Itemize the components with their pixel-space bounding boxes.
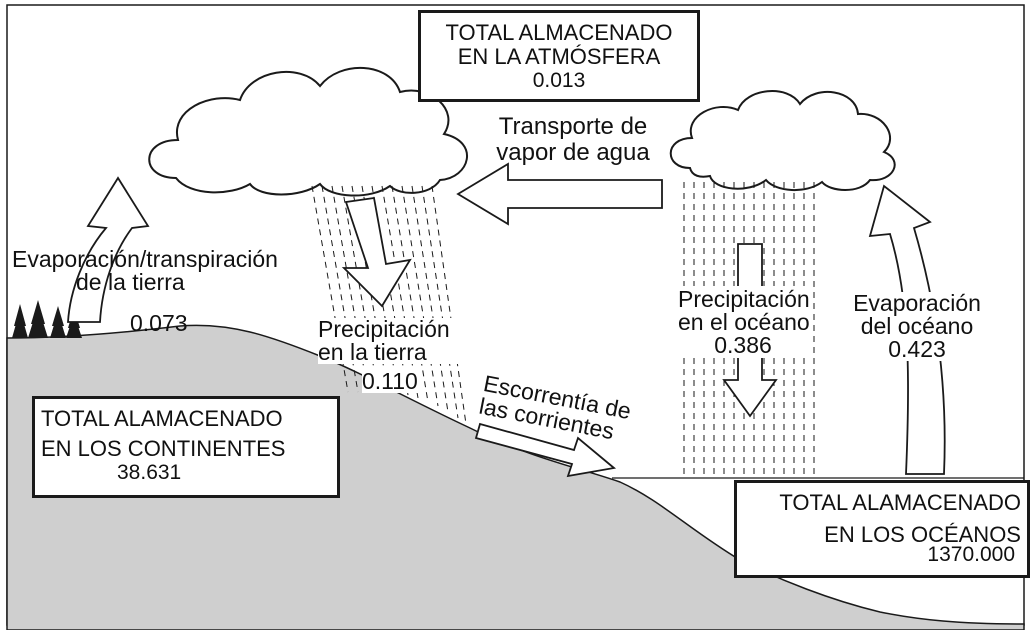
transport-arrow-icon (456, 162, 663, 226)
atmosphere-box-value: 0.013 (532, 69, 586, 92)
runoff-arrow-icon (474, 422, 617, 478)
land-evaporation-line1: Evaporación/transpiración (12, 246, 278, 272)
land-evaporation-value: 0.073 (130, 310, 188, 336)
ocean-evaporation-value: 0.423 (888, 336, 946, 362)
ocean-precipitation-value: 0.386 (714, 332, 772, 358)
land-evaporation-label: Evaporación/transpiración de la tierra (12, 248, 332, 294)
transport-label: Transporte de vapor de agua (468, 114, 678, 166)
land-cloud-icon (148, 66, 469, 197)
continents-box-value: 38.631 (117, 461, 182, 484)
transport-label-line2: vapor de agua (496, 139, 650, 166)
ocean-evaporation-label: Evaporación del océano 0.423 (852, 292, 982, 361)
oceans-box-line1: TOTAL ALAMACENADO (779, 490, 1021, 515)
atmosphere-box-line1: TOTAL ALMACENADO (445, 20, 673, 45)
ocean-evaporation-line2: del océano (860, 313, 974, 339)
evaporation-arrow-icon (67, 176, 150, 323)
trees-icon (12, 300, 82, 338)
oceans-box-value: 1370.000 (927, 543, 1015, 566)
ocean-evaporation-line1: Evaporación (853, 290, 981, 316)
continents-box-line2: EN LOS CONTINENTES (41, 436, 286, 461)
land-evaporation-line2: de la tierra (76, 269, 185, 295)
oceans-box-line2: EN LOS OCÉANOS (824, 522, 1021, 547)
land-precipitation-label: Precipitación en la tierra (318, 318, 468, 364)
atmosphere-storage-box: TOTAL ALMACENADO EN LA ATMÓSFERA 0.013 (418, 10, 700, 102)
ocean-precipitation-label: Precipitación en el océano 0.386 (678, 286, 810, 358)
land-precipitation-line2: en la tierra (318, 339, 427, 365)
land-precipitation-arrow-icon (341, 196, 412, 308)
oceans-storage-box: TOTAL ALAMACENADO EN LOS OCÉANOS 1370.00… (734, 480, 1030, 578)
continents-storage-box: TOTAL ALAMACENADO EN LOS CONTINENTES 38.… (32, 396, 340, 498)
land-precipitation-value: 0.110 (362, 368, 418, 394)
ocean-precipitation-line2: en el océano (678, 309, 810, 335)
land-precipitation-line1: Precipitación (318, 316, 450, 342)
transport-label-line1: Transporte de (498, 113, 648, 140)
ocean-cloud-icon (669, 90, 896, 192)
ocean-precipitation-line1: Precipitación (678, 286, 810, 312)
atmosphere-box-line2: EN LA ATMÓSFERA (457, 44, 661, 69)
continents-box-line1: TOTAL ALAMACENADO (41, 406, 283, 431)
